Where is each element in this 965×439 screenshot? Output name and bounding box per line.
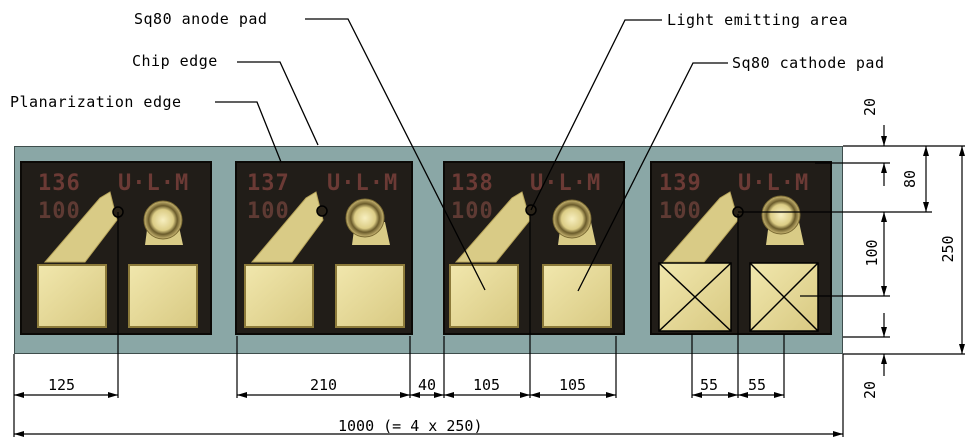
dimension-total: 1000 (= 4 x 250) [338,417,483,435]
light-emitting-leader [530,19,662,211]
planarization-annotation: Planarization edge [10,93,182,111]
dimension-40: 40 [418,376,437,394]
light-emitting-area [316,205,328,217]
dimension-250: 250 [939,235,957,263]
chip-id-label: 138 [451,171,494,196]
chip-row2-label: 100 [38,199,81,224]
cathode-pad-annotation: Sq80 cathode pad [732,54,885,72]
dimension-55-left: 55 [700,376,719,394]
chip-edge-annotation: Chip edge [132,52,218,70]
dimension-55-right: 55 [748,376,767,394]
dimension-20-bottom: 20 [861,380,879,400]
dimension-20-top: 20 [861,97,879,117]
anode-pad-annotation: Sq80 anode pad [134,10,268,28]
chip-edge-leader [237,61,319,146]
dimension-210: 210 [310,376,338,394]
cathode-ring [552,199,592,239]
anode-pad-leader [305,18,486,291]
chip-row2-label: 100 [247,199,290,224]
chip-id-label: 136 [38,171,81,196]
cathode-pad [128,264,198,328]
light-emitting-annotation: Light emitting area [667,11,849,29]
chip-logo-label: U·L·M [327,171,399,196]
anode-pad [37,264,107,328]
cathode-pad [542,264,612,328]
chip-row2-label: 100 [451,199,494,224]
chip-id-label: 139 [659,171,702,196]
cathode-ring [761,195,801,235]
anode-pad [244,264,314,328]
chip-logo-label: U·L·M [738,171,810,196]
dimension-100: 100 [863,239,881,267]
chip-logo-label: U·L·M [118,171,190,196]
chip-id-label: 137 [247,171,290,196]
cathode-ring [345,198,385,238]
cathode-ring [143,200,183,240]
dimension-105-left: 105 [473,376,501,394]
chip-row2-label: 100 [659,199,702,224]
anode-trace [250,191,324,263]
chip-logo-label: U·L·M [530,171,602,196]
anode-pad [449,264,519,328]
anode-trace [454,191,531,263]
cathode-pad-leader [577,62,728,292]
anode-trace [662,191,739,263]
dimension-105-right: 105 [559,376,587,394]
cathode-pad [335,264,405,328]
planarization-leader [215,101,282,163]
dimension-80: 80 [901,169,919,189]
dimension-125: 125 [48,376,76,394]
anode-trace [43,191,118,263]
